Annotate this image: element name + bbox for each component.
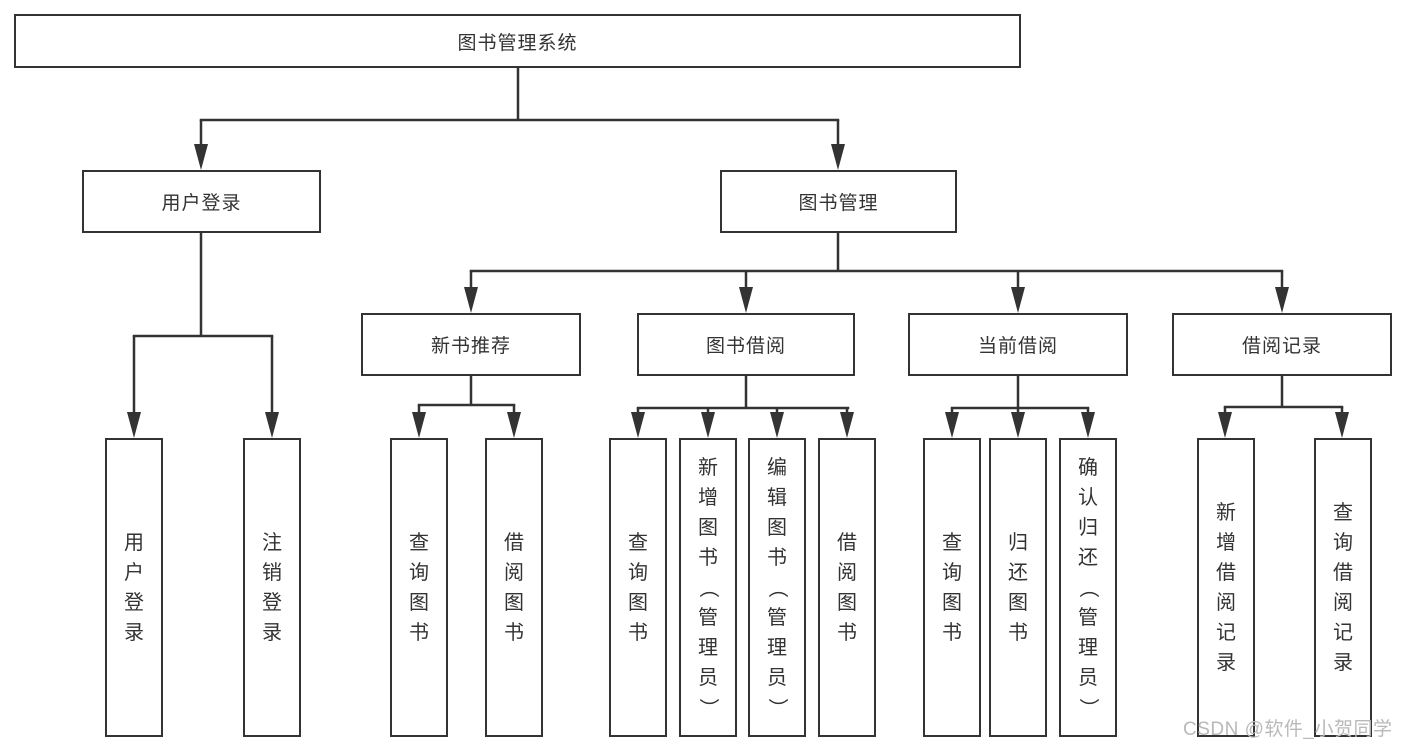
node-label: 新增图书（管理员）: [697, 456, 719, 718]
arrowhead-icon: [840, 412, 854, 438]
leaf-query-books-recommend: 查询图书: [390, 438, 448, 737]
node-label: 当前借阅: [977, 336, 1058, 357]
arrowhead-icon: [770, 412, 784, 438]
node-book-management: 图书管理: [720, 170, 957, 233]
arrowhead-icon: [464, 287, 478, 313]
node-label: 查询图书: [942, 531, 962, 644]
node-borrowing-records: 借阅记录: [1172, 313, 1392, 376]
leaf-user-login: 用户登录: [105, 438, 163, 737]
arrowhead-icon: [194, 144, 208, 170]
arrowhead-icon: [831, 144, 845, 170]
arrowhead-icon: [1218, 412, 1232, 438]
leaf-borrow-books: 借阅图书: [818, 438, 876, 737]
node-library-system: 图书管理系统: [14, 14, 1021, 68]
leaf-add-books-admin: 新增图书（管理员）: [679, 438, 737, 737]
node-label: 用户登录: [124, 531, 144, 644]
node-label: 注销登录: [262, 531, 282, 644]
arrowhead-icon: [1011, 412, 1025, 438]
node-label: 借阅记录: [1241, 336, 1322, 357]
arrowhead-icon: [701, 412, 715, 438]
leaf-query-borrow-record: 查询借阅记录: [1314, 438, 1372, 737]
arrowhead-icon: [507, 412, 521, 438]
node-label: 图书管理系统: [457, 32, 578, 54]
leaf-confirm-return-admin: 确认归还（管理员）: [1059, 438, 1117, 737]
node-label: 新增借阅记录: [1216, 501, 1236, 674]
node-label: 归还图书: [1008, 531, 1028, 644]
arrowhead-icon: [1011, 287, 1025, 313]
arrowhead-icon: [945, 412, 959, 438]
node-label: 图书管理: [798, 193, 879, 214]
node-label: 新书推荐: [430, 336, 511, 357]
leaf-query-books-current: 查询图书: [923, 438, 981, 737]
arrowhead-icon: [631, 412, 645, 438]
node-label: 图书借阅: [705, 336, 786, 357]
arrowhead-icon: [1081, 412, 1095, 438]
leaf-query-books-borrowing: 查询图书: [609, 438, 667, 737]
node-label: 查询图书: [409, 531, 429, 644]
leaf-return-books: 归还图书: [989, 438, 1047, 737]
node-label: 确认归还（管理员）: [1077, 456, 1099, 718]
leaf-edit-books-admin: 编辑图书（管理员）: [748, 438, 806, 737]
node-label: 借阅图书: [504, 531, 524, 644]
node-new-book-recommend: 新书推荐: [361, 313, 581, 376]
node-label: 编辑图书（管理员）: [766, 456, 788, 718]
node-label: 借阅图书: [837, 531, 857, 644]
node-label: 用户登录: [161, 193, 242, 214]
arrowhead-icon: [739, 287, 753, 313]
arrowhead-icon: [1335, 412, 1349, 438]
arrowhead-icon: [127, 412, 141, 438]
node-label: 查询图书: [628, 531, 648, 644]
leaf-add-borrow-record: 新增借阅记录: [1197, 438, 1255, 737]
node-user-login: 用户登录: [82, 170, 321, 233]
leaf-logout: 注销登录: [243, 438, 301, 737]
arrowhead-icon: [412, 412, 426, 438]
node-book-borrowing: 图书借阅: [637, 313, 855, 376]
csdn-watermark: CSDN @软件_小贺同学: [1183, 719, 1393, 740]
arrowhead-icon: [265, 412, 279, 438]
node-label: 查询借阅记录: [1333, 501, 1353, 674]
arrowhead-icon: [1275, 287, 1289, 313]
leaf-borrow-books-recommend: 借阅图书: [485, 438, 543, 737]
node-current-borrowing: 当前借阅: [908, 313, 1128, 376]
